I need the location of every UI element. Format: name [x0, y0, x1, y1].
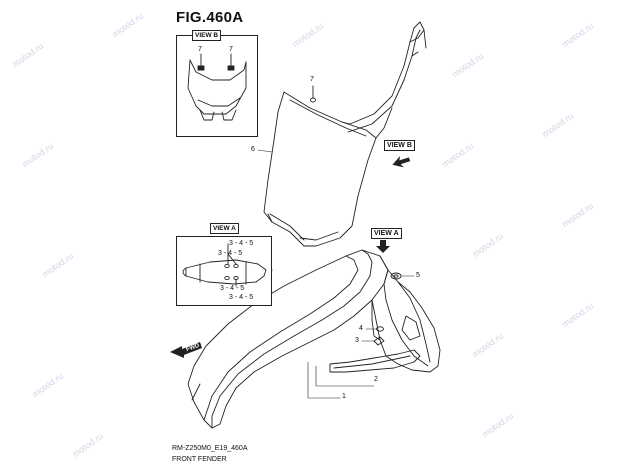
callout-7-view-b-right: 7 — [229, 46, 233, 53]
footer-section: FRONT FENDER — [172, 456, 227, 463]
callout-4: 4 — [359, 325, 363, 332]
view-a-arrow-label: VIEW A — [371, 228, 402, 239]
fastener-hardware-drawing — [373, 272, 402, 346]
view-b-label: VIEW B — [192, 30, 222, 41]
fwd-arrow-icon — [170, 342, 202, 358]
callout-6: 6 — [251, 146, 255, 153]
footer-model: RM-Z250M0_E19_460A — [172, 445, 248, 452]
callout-1: 1 — [342, 393, 346, 400]
callout-5: 5 — [416, 272, 420, 279]
view-b-arrow-label: VIEW B — [384, 140, 415, 151]
callout-345-d: 3 - 4 - 5 — [229, 294, 254, 301]
callout-7-view-b-left: 7 — [198, 46, 202, 53]
view-a-box — [176, 236, 272, 306]
callout-345-c: 3 - 4 - 5 — [220, 285, 245, 292]
callout-345-a: 3 - 4 - 5 — [229, 240, 254, 247]
view-a-arrow-icon — [376, 240, 390, 253]
callout-7: 7 — [310, 76, 314, 83]
figure-title: FIG.460A — [176, 9, 244, 26]
callout-345-b: 3 - 4 - 5 — [218, 250, 243, 257]
view-b-arrow-icon — [392, 155, 411, 168]
bolt-7-drawing — [310, 85, 316, 103]
stripe-decal-drawing — [329, 349, 421, 373]
view-b-box — [176, 35, 258, 137]
view-a-label: VIEW A — [210, 223, 239, 234]
callout-3: 3 — [355, 337, 359, 344]
number-plate-drawing — [263, 21, 427, 247]
callout-2: 2 — [374, 376, 378, 383]
